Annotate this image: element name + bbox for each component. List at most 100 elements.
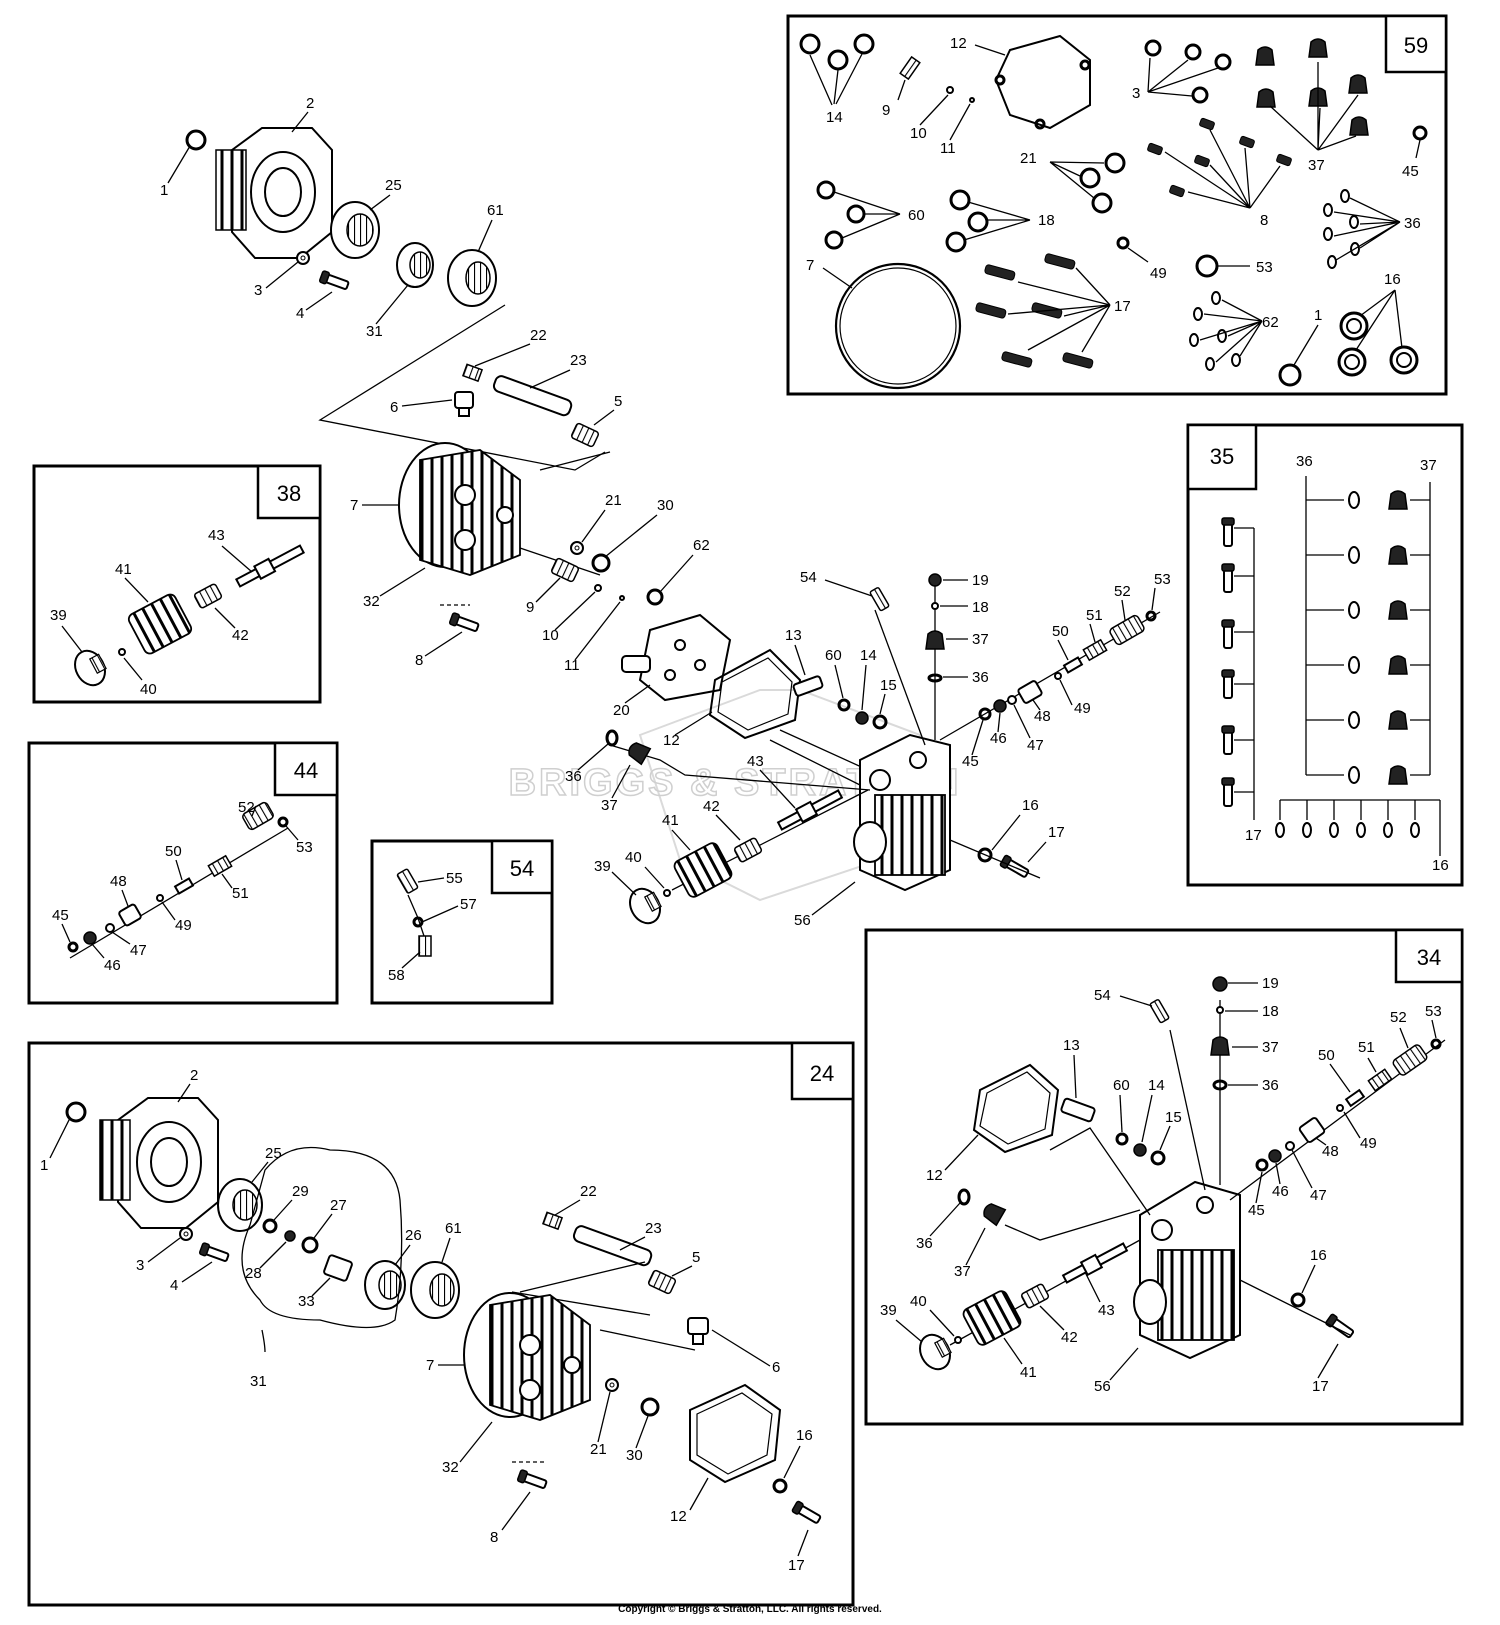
seal-15 [872, 714, 888, 730]
panel-34: 34 [864, 928, 1464, 1426]
callout-p34-37: 37 [1262, 1039, 1279, 1056]
panel-38-frame [32, 464, 322, 704]
callout-p24-17: 17 [788, 1557, 805, 1574]
callout-p24-29: 29 [292, 1183, 309, 1200]
callout-p34-48: 48 [1322, 1143, 1339, 1160]
callout-p24-5: 5 [692, 1249, 700, 1266]
callout-p44-52: 52 [238, 799, 255, 816]
callout-main-3: 3 [254, 282, 262, 299]
p24-crankcase [99, 1097, 219, 1229]
panel-54-tag: 54 [510, 856, 534, 881]
callout-p34-15: 15 [1165, 1109, 1182, 1126]
callout-main-7: 7 [350, 497, 358, 514]
callout-p44-53: 53 [296, 839, 313, 856]
callout-p34-51: 51 [1358, 1039, 1375, 1056]
callout-p24-25: 25 [265, 1145, 282, 1162]
panel-54: 54 [370, 839, 554, 1005]
callout-p59-9: 9 [882, 102, 890, 119]
callout-p24-16: 16 [796, 1427, 813, 1444]
callout-main-39: 39 [594, 858, 611, 875]
panel-59: 59 [786, 14, 1448, 396]
callout-p34-36: 36 [1262, 1077, 1279, 1094]
panel-35-tag-box [1186, 423, 1258, 491]
callout-p44-49: 49 [175, 917, 192, 934]
callout-main-19: 19 [972, 572, 989, 589]
bearing-61 [447, 249, 497, 307]
ball-49 [1054, 672, 1062, 680]
callout-p59-36: 36 [1404, 215, 1421, 232]
cap-39 [629, 887, 662, 925]
callout-main-32: 32 [363, 593, 380, 610]
panel-24-frame [27, 1041, 855, 1607]
callout-p34-16: 16 [1310, 1247, 1327, 1264]
panel-24-tag: 24 [810, 1061, 834, 1086]
callout-p24-30: 30 [626, 1447, 643, 1464]
callout-main-15: 15 [880, 677, 897, 694]
callout-p59-7: 7 [806, 257, 814, 274]
panel-35: 35 [1186, 423, 1464, 887]
callout-p24-22: 22 [580, 1183, 597, 1200]
callout-p34-53: 53 [1425, 1003, 1442, 1020]
callout-main-6: 6 [390, 399, 398, 416]
callout-p34-50: 50 [1318, 1047, 1335, 1064]
callout-p54-58: 58 [388, 967, 405, 984]
callout-p34-18: 18 [1262, 1003, 1279, 1020]
callout-p34-13: 13 [1063, 1037, 1080, 1054]
callout-p38-39: 39 [50, 607, 67, 624]
panel-24-tag-box [790, 1041, 855, 1101]
screw-8 [448, 611, 481, 635]
callout-p59-16: 62 [1262, 314, 1279, 331]
callout-p34-60: 60 [1113, 1077, 1130, 1094]
callout-main-56: 56 [794, 912, 811, 929]
callout-p54-55: 55 [446, 870, 463, 887]
shaft-43 [776, 789, 844, 831]
callout-p59-49: 49 [1150, 265, 1167, 282]
callout-main-2: 2 [306, 95, 314, 112]
callout-p59-62: 16 [1384, 271, 1401, 288]
callout-main-49: 49 [1074, 700, 1091, 717]
callout-p59-10: 10 [910, 125, 927, 142]
callout-main-60: 60 [825, 647, 842, 664]
p24-cylinder-head [463, 1292, 591, 1421]
panel-35-content: 36 37 17 16 [1221, 453, 1449, 874]
panel-24: 24 [27, 1041, 855, 1607]
callout-main-48: 48 [1034, 708, 1051, 725]
panel-59-tag-box [1384, 14, 1448, 74]
callout-main-17: 17 [1048, 824, 1065, 841]
panel-59-frame [786, 14, 1448, 396]
callout-p24-26: 26 [405, 1227, 422, 1244]
panel-44-content: 52 53 50 48 51 45 49 47 46 [52, 799, 313, 974]
callout-p34-17: 17 [1312, 1378, 1329, 1395]
callout-p34-43: 43 [1098, 1302, 1115, 1319]
bearing-25 [330, 201, 380, 259]
callout-main-37b: 37 [601, 797, 618, 814]
panel-35-frame [1186, 423, 1464, 887]
oring-36b [605, 729, 619, 747]
panel-24-content: 1 2 25 29 27 22 23 26 61 5 3 28 4 33 6 7… [40, 1067, 823, 1574]
panel-44-frame [27, 741, 339, 1005]
main-callouts: 1 2 25 61 3 4 31 22 23 6 5 7 21 [160, 95, 1171, 929]
oring-45 [978, 707, 992, 721]
callout-main-53: 53 [1154, 571, 1171, 588]
callout-p59-3: 3 [1132, 85, 1140, 102]
callout-main-31: 31 [366, 323, 383, 340]
callout-main-40: 40 [625, 849, 642, 866]
panel-54-tag-box [490, 839, 554, 895]
oring-40 [663, 889, 671, 897]
callout-p34-49: 49 [1360, 1135, 1377, 1152]
retainer-22 [461, 363, 484, 383]
callout-main-45: 45 [962, 753, 979, 770]
callout-p34-19: 19 [1262, 975, 1279, 992]
spring-5 [569, 421, 601, 449]
callout-main-54: 54 [800, 569, 817, 586]
seal-30 [591, 553, 611, 573]
washer-3 [296, 251, 310, 265]
panel-34-tag: 34 [1417, 945, 1441, 970]
p24-subassembly-outline [241, 1146, 403, 1329]
callout-p59-11: 11 [940, 140, 956, 157]
callout-main-25: 25 [385, 177, 402, 194]
callout-p24-4: 4 [170, 1277, 178, 1294]
stem-50 [1062, 656, 1084, 674]
fitting-54 [869, 587, 890, 612]
